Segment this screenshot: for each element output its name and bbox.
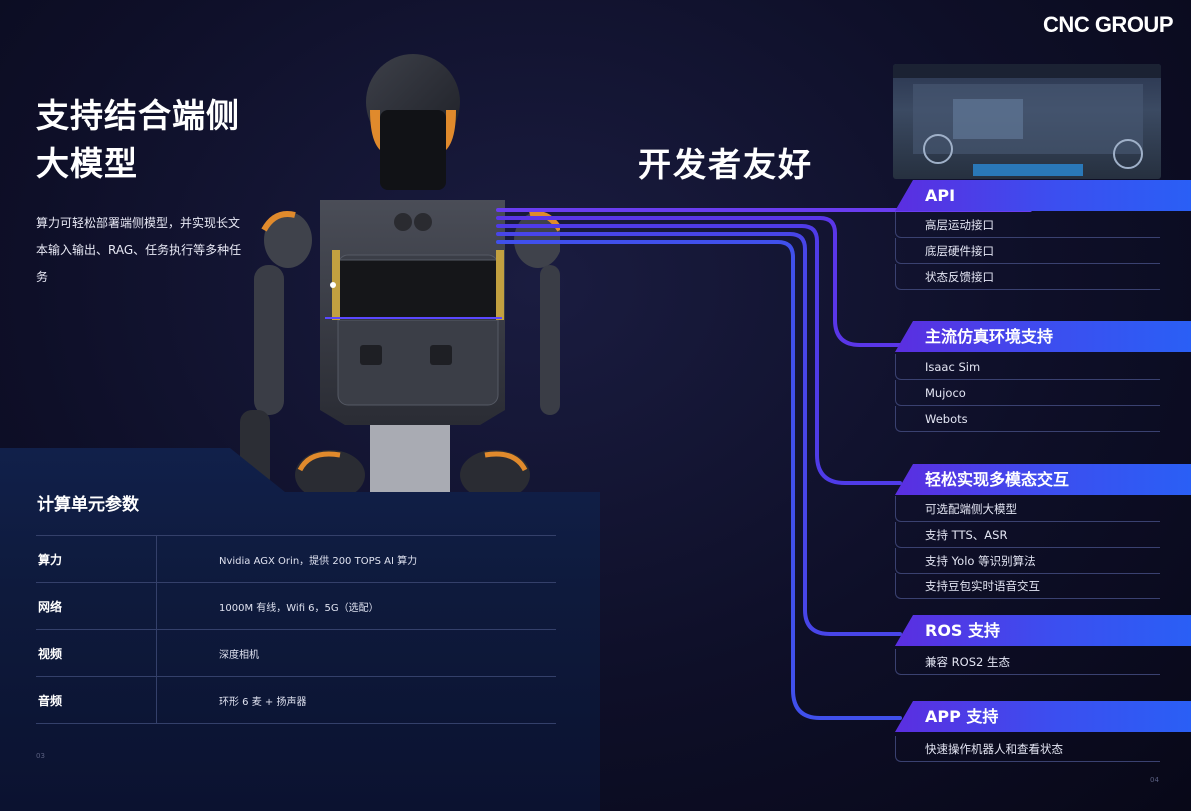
section-app: APP 支持	[895, 701, 1191, 732]
brand-logo: CNC GROUP	[1043, 12, 1173, 37]
list-item: 支持 TTS、ASR	[895, 522, 1160, 548]
developer-title: 开发者友好	[638, 145, 813, 184]
list-item: Isaac Sim	[895, 354, 1160, 380]
robot-illustration	[240, 54, 560, 500]
spec-value: Nvidia AGX Orin，提供 200 TOPS AI 算力	[219, 555, 418, 567]
list-item: 支持豆包实时语音交互	[895, 573, 1160, 599]
list-item: 快速操作机器人和查看状态	[895, 736, 1160, 762]
spec-divider	[156, 536, 157, 582]
list-item: 状态反馈接口	[895, 264, 1160, 290]
list-item: Webots	[895, 406, 1160, 432]
spec-key: 网络	[38, 599, 63, 614]
table-row: 网络 1000M 有线，Wifi 6，5G（选配）	[36, 582, 556, 629]
left-title: 支持结合端侧 大模型	[36, 96, 240, 183]
app-screenshot-thumbnail	[893, 64, 1161, 179]
spec-divider	[156, 630, 157, 676]
section-simulation: 主流仿真环境支持	[895, 321, 1191, 352]
spec-divider	[156, 583, 157, 629]
page-number-right: 04	[1150, 776, 1159, 784]
table-row: 视频 深度相机	[36, 629, 556, 676]
spec-value: 1000M 有线，Wifi 6，5G（选配）	[219, 602, 379, 614]
spec-key: 算力	[38, 552, 63, 567]
section-ros: ROS 支持	[895, 615, 1191, 646]
section-multimodal: 轻松实现多模态交互	[895, 464, 1191, 495]
spec-value: 深度相机	[219, 649, 259, 661]
spec-title: 计算单元参数	[37, 495, 139, 515]
list-item: 可选配端侧大模型	[895, 496, 1160, 522]
table-row: 音频 环形 6 麦 + 扬声器	[36, 676, 556, 724]
left-description: 算力可轻松部署端侧模型，并实现长文本输入输出、RAG、任务执行等多种任务	[36, 216, 242, 284]
spec-key: 视频	[38, 646, 63, 661]
section-api: API	[895, 180, 1191, 211]
list-item: 底层硬件接口	[895, 238, 1160, 264]
spec-value: 环形 6 麦 + 扬声器	[219, 696, 307, 708]
page-number-left: 03	[36, 752, 45, 760]
spec-key: 音频	[38, 693, 63, 708]
spec-divider	[156, 677, 157, 723]
spec-table: 算力 Nvidia AGX Orin，提供 200 TOPS AI 算力 网络 …	[36, 535, 556, 724]
list-item: Mujoco	[895, 380, 1160, 406]
list-item: 支持 Yolo 等识别算法	[895, 548, 1160, 574]
list-item: 高层运动接口	[895, 212, 1160, 238]
table-row: 算力 Nvidia AGX Orin，提供 200 TOPS AI 算力	[36, 535, 556, 582]
list-item: 兼容 ROS2 生态	[895, 649, 1160, 675]
